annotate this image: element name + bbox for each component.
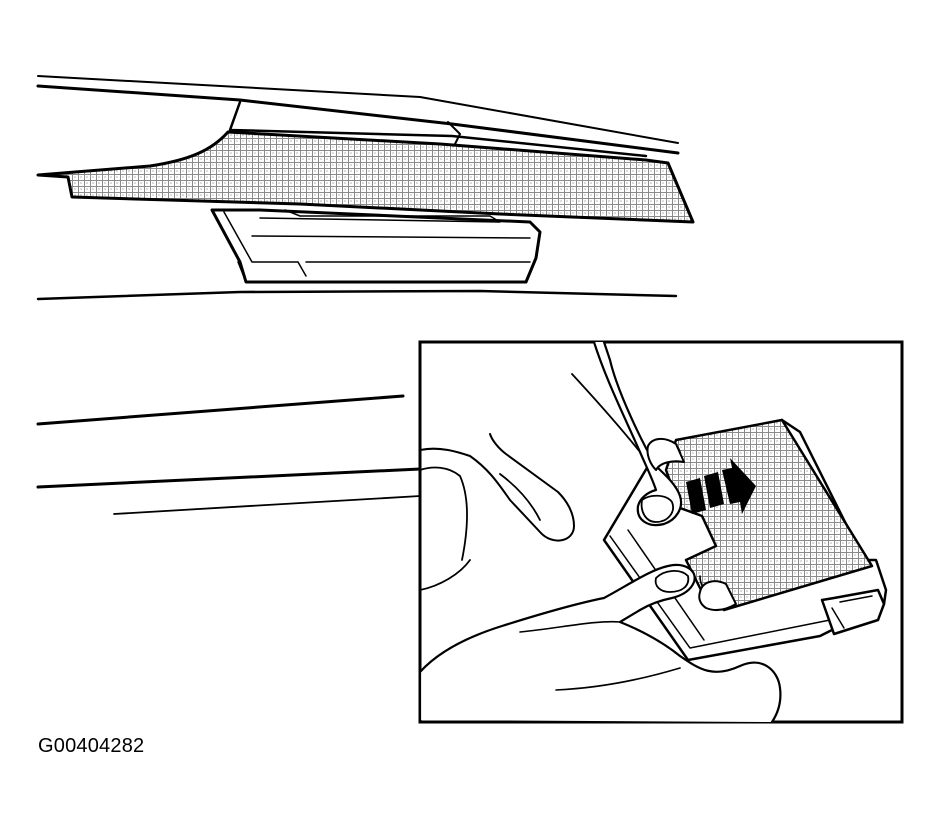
lower-hand: [420, 563, 782, 722]
upper-thumb-nail: [640, 494, 674, 523]
windshield-line-outer: [37, 75, 679, 144]
upper-tab: [646, 438, 685, 471]
instrument-panel: [36, 130, 695, 224]
leader-line-3: [113, 495, 421, 515]
tray-latch-detail: [831, 595, 873, 629]
floor-line: [36, 289, 678, 301]
overview-view: [36, 75, 695, 301]
leader-lines: [36, 394, 422, 515]
dash-upper-molding: [228, 100, 648, 158]
figure-id-label: G00404282: [38, 735, 145, 757]
detail-inset: [418, 340, 904, 724]
lower-tab: [698, 580, 737, 612]
leader-line-2: [36, 467, 422, 489]
tray-latch: [820, 588, 886, 636]
lower-thumb-nail: [654, 570, 690, 593]
leader-line-1: [36, 394, 405, 426]
molding-seam: [447, 121, 461, 147]
slide-out-arrow-icon: [686, 458, 756, 514]
upper-hand-knuckles: [420, 373, 681, 591]
windshield-line-inner: [36, 84, 680, 155]
upper-hand-palm: [420, 433, 575, 542]
filter-housing-detail: [223, 209, 531, 283]
filter-housing: [210, 208, 542, 284]
